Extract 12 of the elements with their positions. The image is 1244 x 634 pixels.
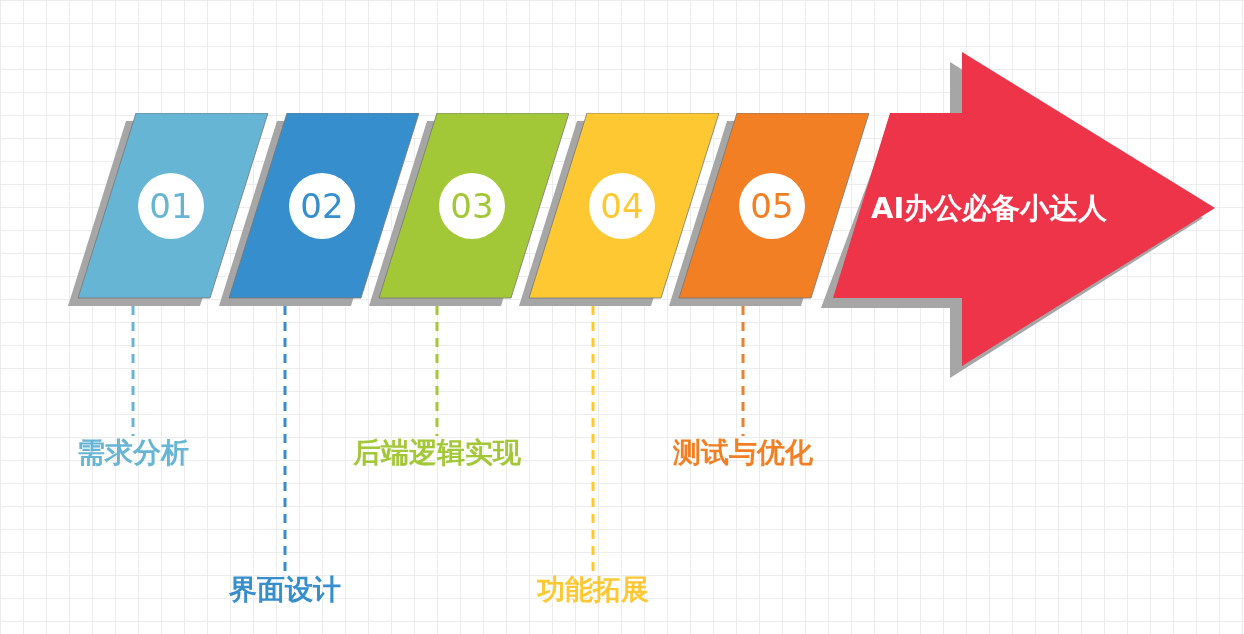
step-label: 后端逻辑实现 [353,436,521,470]
dashed-line [741,306,745,436]
arrow-title: AI办公必备小达人 [871,190,1108,227]
dashed-line [131,306,135,436]
dashed-line [591,306,595,573]
step-label: 测试与优化 [673,436,813,470]
step-label: 功能拓展 [537,573,649,607]
parallelogram-box [669,113,869,306]
dashed-line [283,306,287,573]
step-label: 需求分析 [77,436,189,470]
dashed-line [435,306,439,436]
step-label: 界面设计 [229,573,341,607]
